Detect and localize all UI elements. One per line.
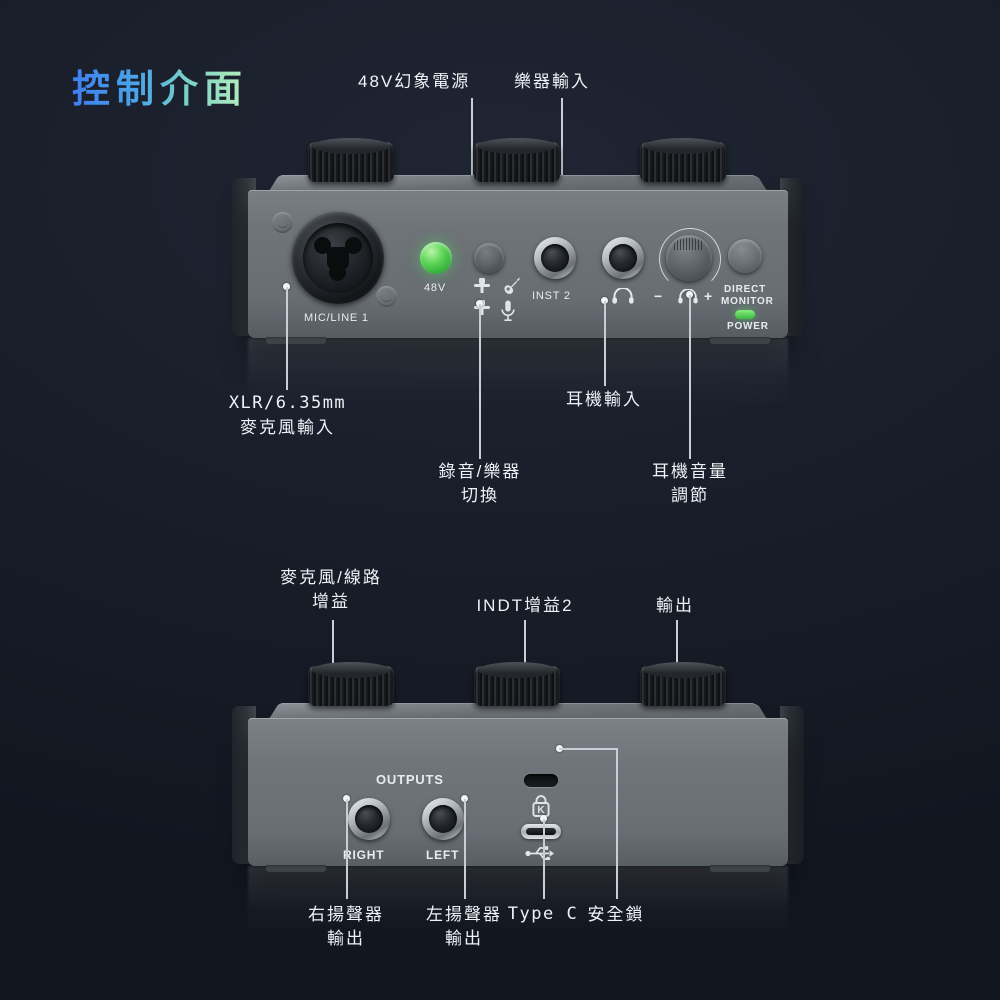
knob-gain-2[interactable]: [466, 138, 570, 197]
device-foot: [266, 865, 326, 872]
callout-lock: 安全鎖: [587, 905, 645, 924]
callout-mic-input-line2: 麥克風輸入: [240, 418, 335, 437]
silk-outputs: OUTPUTS: [376, 772, 444, 787]
callout-right-out-line1: 右揚聲器: [308, 905, 384, 924]
leader-inst-switch: [479, 304, 481, 459]
silk-right: RIGHT: [343, 848, 385, 862]
silk-direct: DIRECT: [724, 284, 767, 295]
panel-screw: [376, 286, 397, 307]
knob-cap: [478, 662, 556, 678]
left-output-jack[interactable]: [422, 798, 464, 840]
knob-inst-gain[interactable]: [466, 662, 570, 721]
silk-power: POWER: [727, 321, 769, 332]
leader-dot-mic-input: [283, 283, 290, 290]
usb-c-port[interactable]: [521, 824, 561, 839]
silk-48v: 48V: [424, 282, 446, 294]
device-foot: [266, 337, 326, 344]
audio-interface-front: MIC/LINE 1 48V: [232, 138, 804, 408]
right-output-jack[interactable]: [348, 798, 390, 840]
headphone-jack[interactable]: [602, 237, 644, 279]
microphone-icon: [501, 300, 515, 321]
headphone-icon: [678, 289, 698, 304]
audio-interface-rear: OUTPUTS RIGHT LEFT K: [232, 662, 804, 936]
label-phantom-power: 48V幻象電源: [358, 72, 471, 91]
callout-right-out-line2: 輸出: [327, 929, 365, 948]
callout-headphone-vol-line1: 耳機音量: [652, 462, 728, 481]
leader-dot-headphone-vol: [686, 291, 693, 298]
silk-left: LEFT: [426, 848, 460, 862]
silk-inst-2: INST 2: [532, 290, 571, 302]
panel-screw: [272, 212, 293, 233]
knob-cap: [644, 662, 722, 678]
headphone-volume-knob[interactable]: [659, 228, 721, 290]
usb-icon: [525, 846, 554, 860]
callout-inst-switch-line1: 錄音/樂器: [438, 462, 522, 481]
leader-lock-horizontal: [559, 748, 617, 750]
label-output: 輸出: [656, 596, 694, 615]
power-led: [735, 310, 755, 319]
phantom-power-led: [420, 242, 452, 274]
callout-headphone-vol-line2: 調節: [671, 486, 709, 505]
inst-mic-switch-button[interactable]: [474, 243, 504, 273]
knob-output[interactable]: [632, 138, 736, 197]
leader-headphone-vol: [689, 295, 691, 459]
silk-minus: −: [654, 288, 663, 304]
svg-text:K: K: [537, 805, 545, 816]
label-instrument-input: 樂器輸入: [514, 72, 590, 91]
callout-left-out-line1: 左揚聲器: [426, 905, 502, 924]
knob-cap: [312, 138, 390, 154]
xlr-combo-jack[interactable]: [292, 212, 384, 304]
silk-plus: +: [704, 288, 713, 304]
callout-headphone-jack: 耳機輸入: [566, 390, 642, 409]
silk-mic-line-1: MIC/LINE 1: [304, 312, 369, 324]
callout-type-c: Type C: [507, 904, 579, 924]
knob-cap: [644, 138, 722, 154]
leader-dot-type-c: [540, 815, 547, 822]
guitar-icon: [504, 277, 520, 294]
front-face-plate: MIC/LINE 1 48V: [248, 190, 788, 344]
leader-dot-headphone-jack: [601, 297, 608, 304]
leader-dot-inst-switch: [476, 300, 483, 307]
page-title: 控制介面: [72, 58, 248, 113]
knob-mic-line-gain[interactable]: [300, 662, 404, 721]
device-reflection: [248, 866, 788, 936]
knob-main-output[interactable]: [632, 662, 736, 721]
rear-face-plate: OUTPUTS RIGHT LEFT K: [248, 718, 788, 872]
leader-left-out: [464, 799, 466, 899]
leader-headphone-jack: [604, 301, 606, 386]
leader-dot-left-out: [461, 795, 468, 802]
leader-mic-line-gain: [332, 620, 334, 667]
headphone-icon: [612, 288, 634, 304]
callout-left-out-line2: 輸出: [445, 929, 483, 948]
callout-mic-input-line1: XLR/6.35mm: [228, 393, 347, 413]
knob-scale-marks: [674, 238, 704, 250]
instrument-2-jack[interactable]: [534, 237, 576, 279]
knob-cap: [478, 138, 556, 154]
xlr-pins: [314, 235, 362, 281]
label-inst-gain: INDT增益2: [476, 596, 574, 615]
leader-dot-right-out: [343, 795, 350, 802]
silk-monitor: MONITOR: [721, 296, 774, 307]
device-foot: [710, 337, 770, 344]
kensington-lock-slot[interactable]: [524, 774, 558, 787]
callout-inst-switch-line2: 切換: [461, 486, 499, 505]
leader-inst-gain: [524, 620, 526, 667]
leader-lock-vertical: [616, 748, 618, 899]
label-mic-line-gain-line1: 麥克風/線路: [280, 568, 382, 587]
label-mic-line-gain-line2: 增益: [312, 592, 350, 611]
leader-type-c: [543, 819, 545, 899]
line-level-icon: [474, 278, 490, 293]
knob-gain-1[interactable]: [300, 138, 404, 197]
leader-right-out: [346, 799, 348, 899]
leader-output: [676, 620, 678, 667]
knob-cap: [312, 662, 390, 678]
leader-mic-input: [286, 287, 288, 390]
direct-monitor-button[interactable]: [728, 239, 762, 273]
device-reflection: [248, 338, 788, 408]
device-foot: [710, 865, 770, 872]
